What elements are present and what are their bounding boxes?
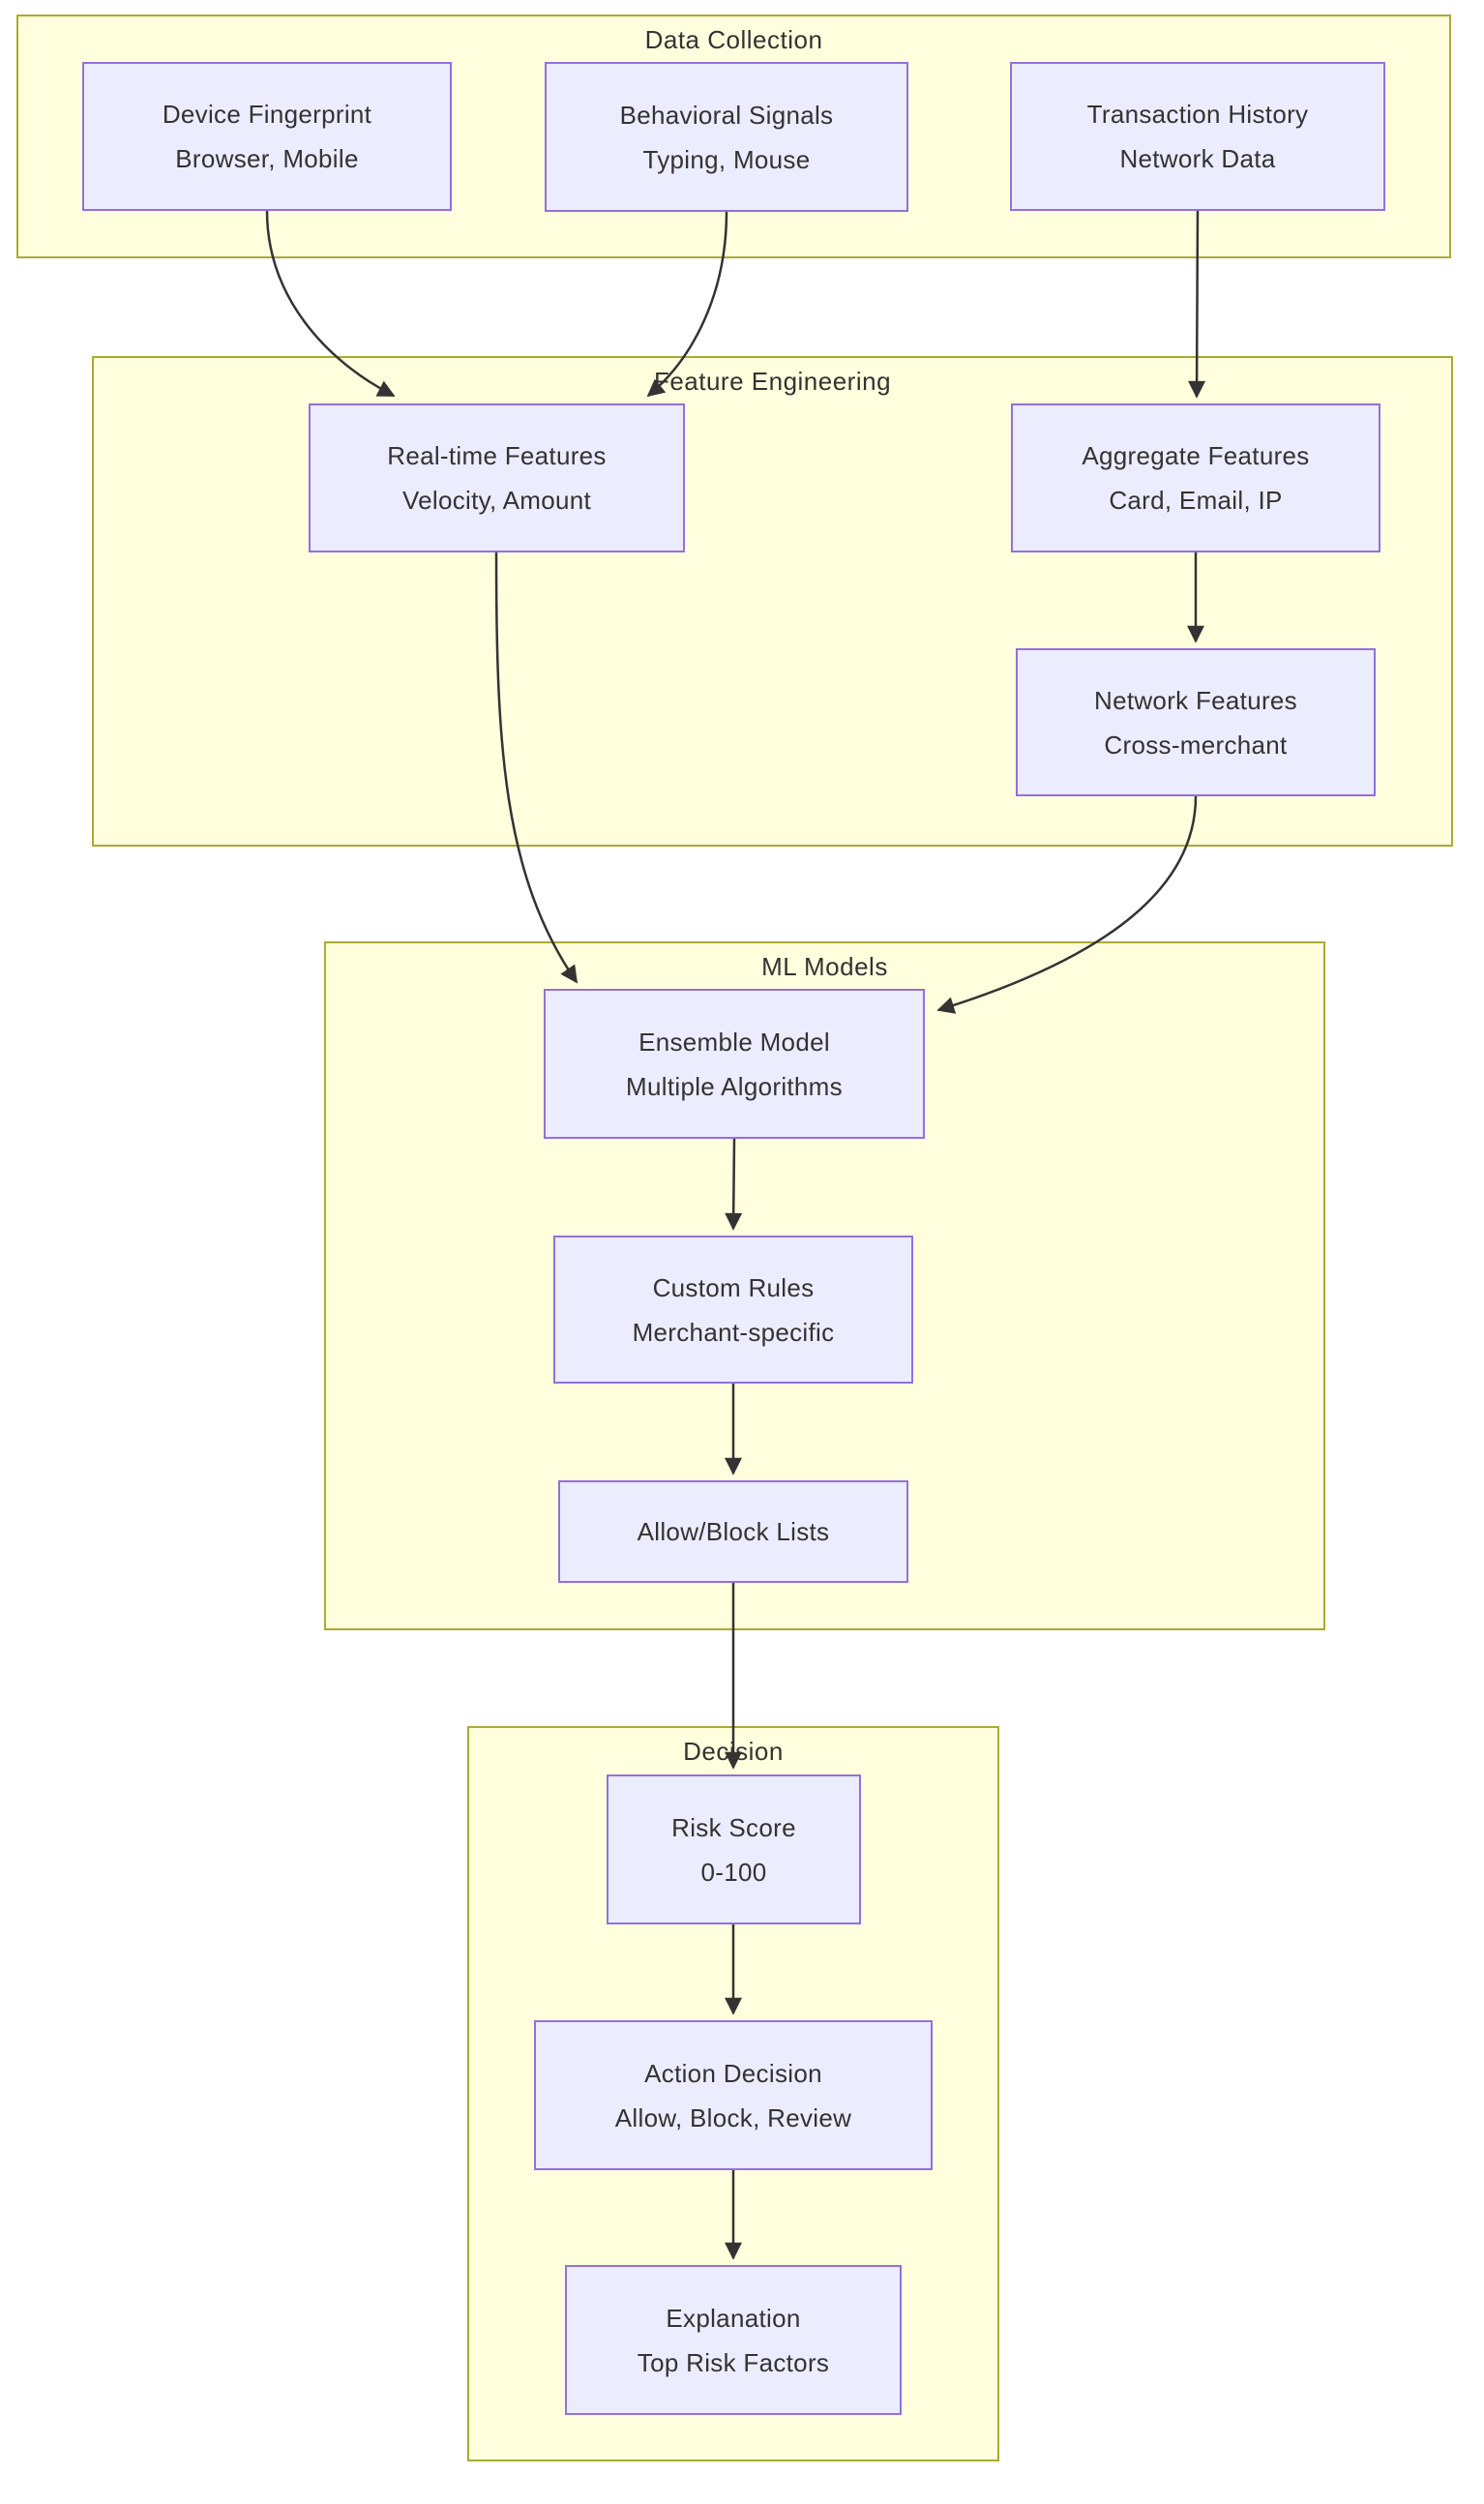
node-label: Custom Rules xyxy=(652,1272,815,1302)
node-label: Ensemble Model xyxy=(638,1027,830,1057)
node-sublabel: Card, Email, IP xyxy=(1109,486,1283,515)
node-behavioral-signals: Behavioral Signals Typing, Mouse xyxy=(545,62,908,212)
node-sublabel: Top Risk Factors xyxy=(637,2347,830,2377)
node-custom-rules: Custom Rules Merchant-specific xyxy=(553,1236,913,1384)
node-label: Real-time Features xyxy=(387,441,607,470)
node-label: Transaction History xyxy=(1086,100,1309,129)
node-sublabel: Velocity, Amount xyxy=(401,486,592,515)
subgraph-title-feature-engineering: Feature Engineering xyxy=(653,367,892,396)
node-sublabel: Browser, Mobile xyxy=(175,144,359,173)
node-label: Action Decision xyxy=(644,2058,822,2088)
subgraph-title-ml-models: ML Models xyxy=(761,952,888,981)
node-label: Aggregate Features xyxy=(1082,441,1310,470)
node-sublabel: 0-100 xyxy=(700,1857,767,1887)
node-ensemble-model: Ensemble Model Multiple Algorithms xyxy=(544,989,925,1139)
node-sublabel: Allow, Block, Review xyxy=(614,2102,852,2132)
node-network-features: Network Features Cross-merchant xyxy=(1016,648,1376,796)
node-sublabel: Network Data xyxy=(1119,144,1276,173)
subgraph-title-data-collection: Data Collection xyxy=(644,25,823,54)
node-sublabel: Merchant-specific xyxy=(632,1317,835,1347)
node-label: Risk Score xyxy=(671,1812,796,1842)
node-label: Network Features xyxy=(1094,685,1297,715)
node-aggregate-features: Aggregate Features Card, Email, IP xyxy=(1011,403,1380,552)
node-risk-score: Risk Score 0-100 xyxy=(607,1774,861,1924)
node-label: Device Fingerprint xyxy=(162,100,372,129)
subgraph-title-decision: Decision xyxy=(683,1737,784,1766)
node-transaction-history: Transaction History Network Data xyxy=(1010,62,1385,211)
node-label: Behavioral Signals xyxy=(619,100,834,130)
node-sublabel: Multiple Algorithms xyxy=(626,1071,843,1101)
node-sublabel: Cross-merchant xyxy=(1104,730,1288,760)
node-label: Explanation xyxy=(666,2303,801,2333)
node-realtime-features: Real-time Features Velocity, Amount xyxy=(309,403,685,552)
node-allow-block-lists: Allow/Block Lists xyxy=(558,1480,908,1583)
node-action-decision: Action Decision Allow, Block, Review xyxy=(534,2020,933,2170)
node-sublabel: Typing, Mouse xyxy=(642,144,811,174)
node-device-fingerprint: Device Fingerprint Browser, Mobile xyxy=(82,62,452,211)
node-label: Allow/Block Lists xyxy=(637,1517,830,1546)
node-explanation: Explanation Top Risk Factors xyxy=(565,2265,902,2415)
